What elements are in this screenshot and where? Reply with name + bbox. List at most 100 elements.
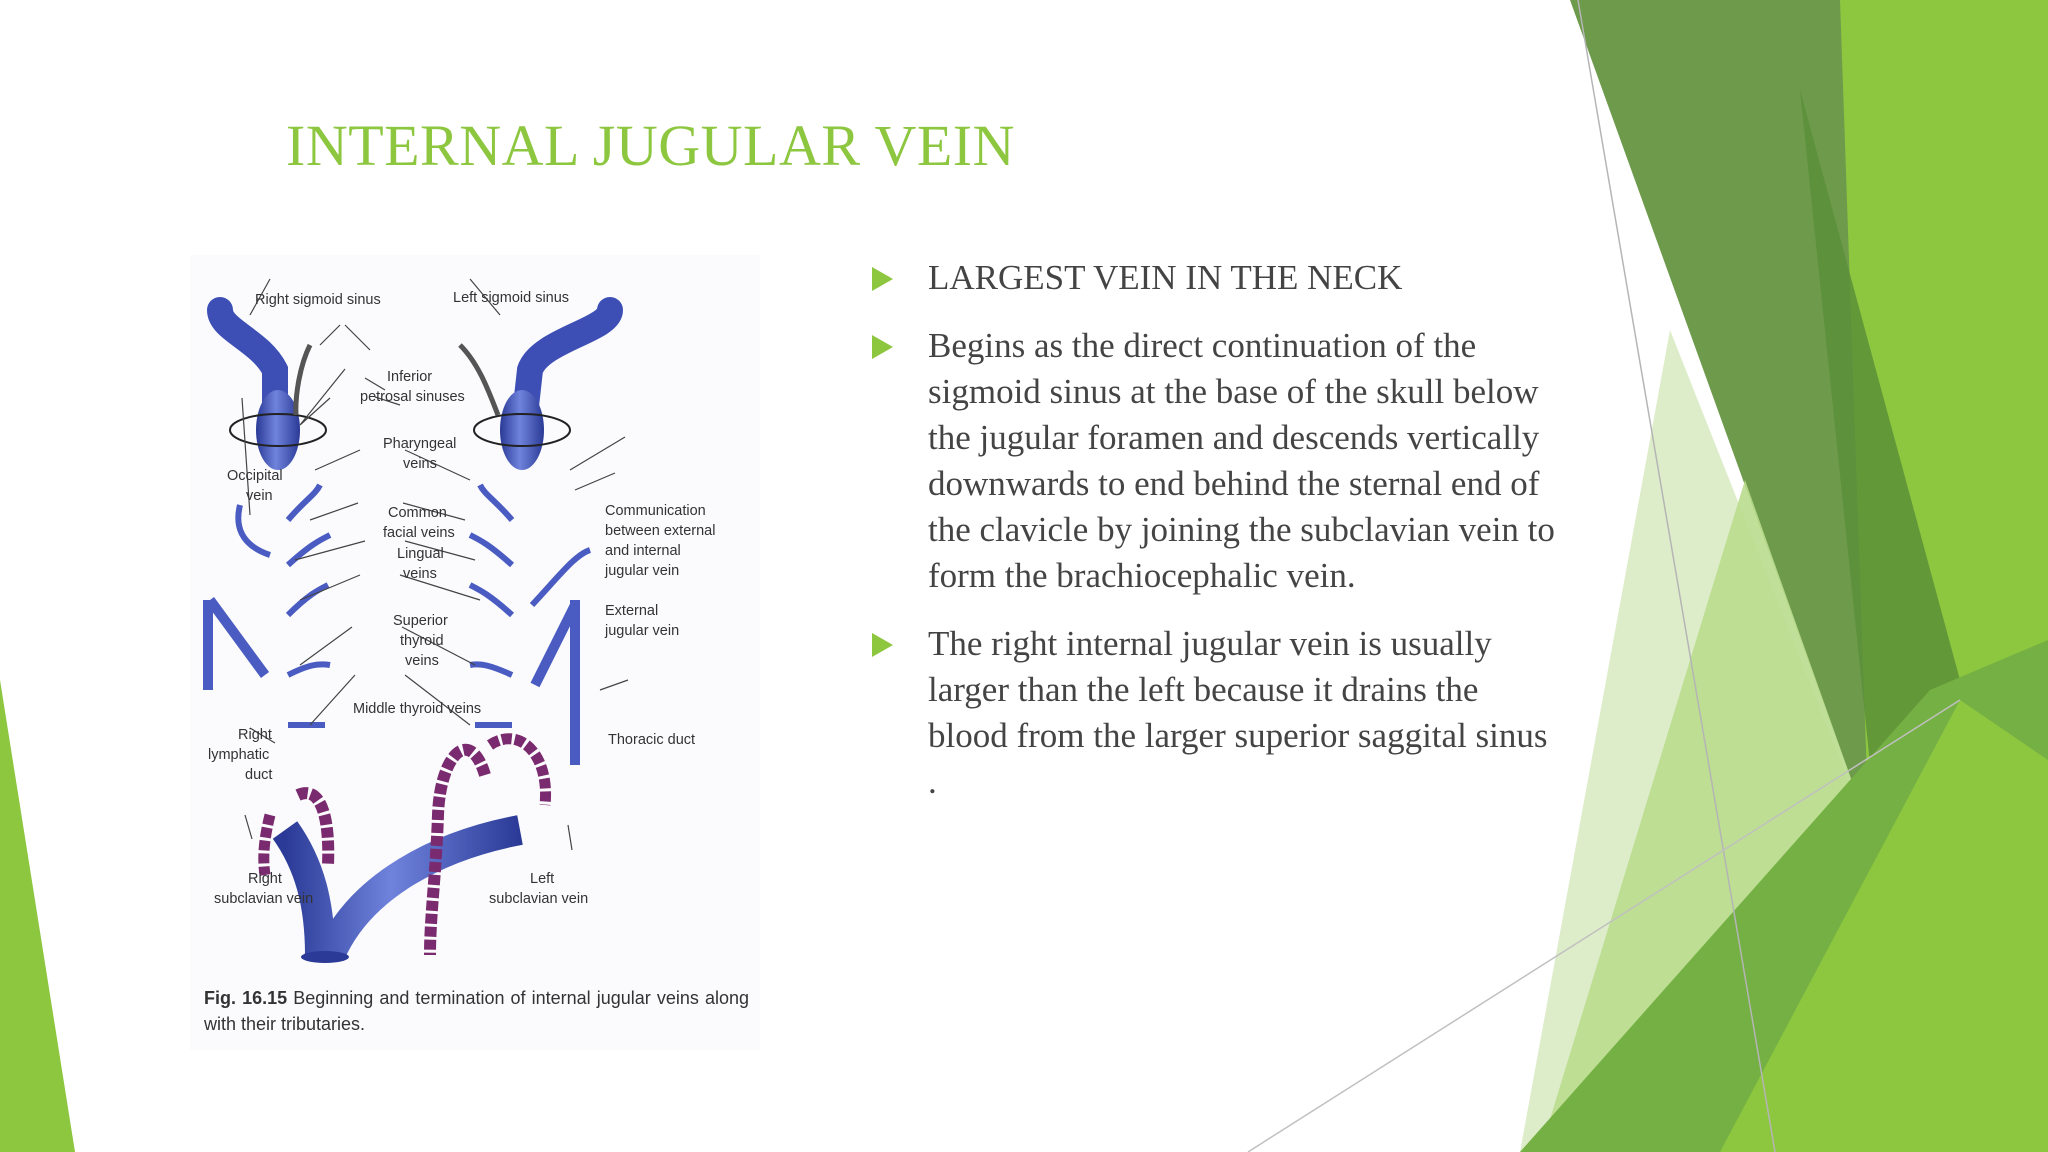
figure-label: Middle thyroid veins bbox=[353, 701, 481, 717]
figure-label: Right bbox=[238, 727, 272, 743]
figure-label-text: petrosal sinuses bbox=[360, 389, 465, 405]
figure-label-text: subclavian vein bbox=[489, 891, 588, 907]
figure-label-text: Pharyngeal bbox=[383, 436, 456, 452]
bullet-text: Begins as the direct continuation of the… bbox=[928, 326, 1555, 595]
anatomy-figure: Right sigmoid sinus Left sigmoid sinus I… bbox=[190, 255, 760, 1050]
triangle-right-icon bbox=[872, 633, 893, 657]
figure-label-text: between external bbox=[605, 523, 715, 539]
thoracic-duct-arc bbox=[486, 733, 552, 806]
leader-lines bbox=[241, 278, 629, 851]
figure-label: Right bbox=[248, 871, 282, 887]
right-lymphatic-duct bbox=[295, 787, 335, 866]
figure-label-text: Common bbox=[388, 505, 447, 521]
bullet-item: LARGEST VEIN IN THE NECK bbox=[872, 255, 1562, 301]
figure-label: duct bbox=[245, 767, 272, 783]
deco-thin-line-1 bbox=[1577, 0, 1776, 1152]
right-facial-vein bbox=[285, 532, 332, 568]
figure-label-text: lymphatic bbox=[208, 747, 269, 763]
bullet-item: Begins as the direct continuation of the… bbox=[872, 323, 1562, 599]
figure-label: jugular vein bbox=[604, 623, 679, 639]
svc-opening bbox=[301, 951, 349, 963]
figure-label-text: Right bbox=[238, 727, 272, 743]
figure-number: Fig. 16.15 bbox=[204, 988, 288, 1008]
figure-label: Thoracic duct bbox=[608, 732, 695, 748]
right-superior-thyroid-vein bbox=[286, 661, 331, 678]
slide-title: INTERNAL JUGULAR VEIN bbox=[286, 113, 1015, 178]
right-occipital-vein bbox=[235, 504, 272, 558]
figure-label-text: thyroid bbox=[400, 633, 444, 649]
figure-label-text: Right sigmoid sinus bbox=[255, 292, 381, 308]
figure-label-text: Middle thyroid veins bbox=[353, 701, 481, 717]
figure-label-text: subclavian vein bbox=[214, 891, 313, 907]
figure-label-text: Right bbox=[248, 871, 282, 887]
figure-label-text: External bbox=[605, 603, 658, 619]
figure-label: between external bbox=[605, 523, 715, 539]
figure-label-text: Superior bbox=[393, 613, 448, 629]
figure-caption: Fig. 16.15 Beginning and termination of … bbox=[204, 985, 749, 1037]
right-external-jugular bbox=[203, 597, 270, 690]
figure-label: Pharyngeal bbox=[383, 436, 456, 452]
figure-label: Left bbox=[530, 871, 554, 887]
figure-label: and internal bbox=[605, 543, 681, 559]
left-facial-vein bbox=[468, 532, 515, 568]
figure-label: subclavian vein bbox=[214, 891, 313, 907]
left-superior-thyroid-vein bbox=[469, 661, 514, 678]
deco-thin-line-2 bbox=[1247, 699, 1961, 1152]
figure-label-text: facial veins bbox=[383, 525, 455, 541]
figure-label: Superior bbox=[393, 613, 448, 629]
left-sigmoid-sinus-shape bbox=[512, 297, 623, 428]
figure-label-text: veins bbox=[403, 566, 437, 582]
right-pharyngeal-vein bbox=[285, 483, 323, 522]
left-external-jugular bbox=[530, 600, 580, 765]
figure-label: Common bbox=[388, 505, 447, 521]
inferior-petrosal-sinus-right bbox=[293, 343, 313, 416]
figure-label: veins bbox=[405, 653, 439, 669]
figure-label-text: jugular vein bbox=[604, 563, 679, 579]
figure-label-text: Occipital bbox=[227, 468, 283, 484]
figure-label: subclavian vein bbox=[489, 891, 588, 907]
figure-label-text: Communication bbox=[605, 503, 706, 519]
figure-label-text: Inferior bbox=[387, 369, 432, 385]
jugular-vein-diagram: Right sigmoid sinus Left sigmoid sinus I… bbox=[203, 278, 715, 963]
figure-label: thyroid bbox=[400, 633, 444, 649]
left-pharyngeal-vein bbox=[477, 483, 515, 522]
figure-label-text: vein bbox=[246, 488, 273, 504]
triangle-right-icon bbox=[872, 267, 893, 291]
figure-label: Communication bbox=[605, 503, 706, 519]
right-jugular-bulb bbox=[256, 390, 300, 470]
bullet-item: The right internal jugular vein is usual… bbox=[872, 621, 1562, 805]
left-lingual-vein bbox=[468, 582, 515, 618]
figure-label-text: veins bbox=[405, 653, 439, 669]
triangle-right-icon bbox=[872, 335, 893, 359]
figure-label: veins bbox=[403, 566, 437, 582]
left-foramen-ring bbox=[473, 413, 571, 447]
thoracic-duct bbox=[424, 743, 491, 956]
figure-label: Right sigmoid sinus bbox=[255, 292, 381, 308]
brachiocephalic-veins bbox=[272, 815, 523, 962]
right-foramen-ring bbox=[229, 413, 327, 447]
figure-label: lymphatic bbox=[208, 747, 269, 763]
right-sigmoid-sinus-shape bbox=[207, 297, 288, 428]
figure-label: Inferior bbox=[387, 369, 432, 385]
figure-label: Occipital bbox=[227, 468, 283, 484]
figure-label-text: jugular vein bbox=[604, 623, 679, 639]
figure-caption-text: Beginning and termination of internal ju… bbox=[204, 988, 749, 1034]
figure-label: petrosal sinuses bbox=[360, 389, 465, 405]
figure-label-text: and internal bbox=[605, 543, 681, 559]
figure-label-text: duct bbox=[245, 767, 272, 783]
figure-label-text: veins bbox=[403, 456, 437, 472]
bullet-text: LARGEST VEIN IN THE NECK bbox=[928, 258, 1403, 297]
bullet-text: The right internal jugular vein is usual… bbox=[928, 624, 1548, 801]
figure-label-text: Lingual bbox=[397, 546, 444, 562]
figure-label: veins bbox=[403, 456, 437, 472]
deco-dark-vertical-facet bbox=[1800, 90, 1960, 860]
figure-label-text: Thoracic duct bbox=[608, 732, 695, 748]
left-communication-vein bbox=[529, 547, 592, 608]
figure-label: vein bbox=[246, 488, 273, 504]
left-jugular-bulb bbox=[500, 390, 544, 470]
figure-label: Lingual bbox=[397, 546, 444, 562]
deco-bottom-right-green bbox=[1720, 700, 2048, 1152]
bullet-list: LARGEST VEIN IN THE NECK Begins as the d… bbox=[872, 255, 1562, 827]
